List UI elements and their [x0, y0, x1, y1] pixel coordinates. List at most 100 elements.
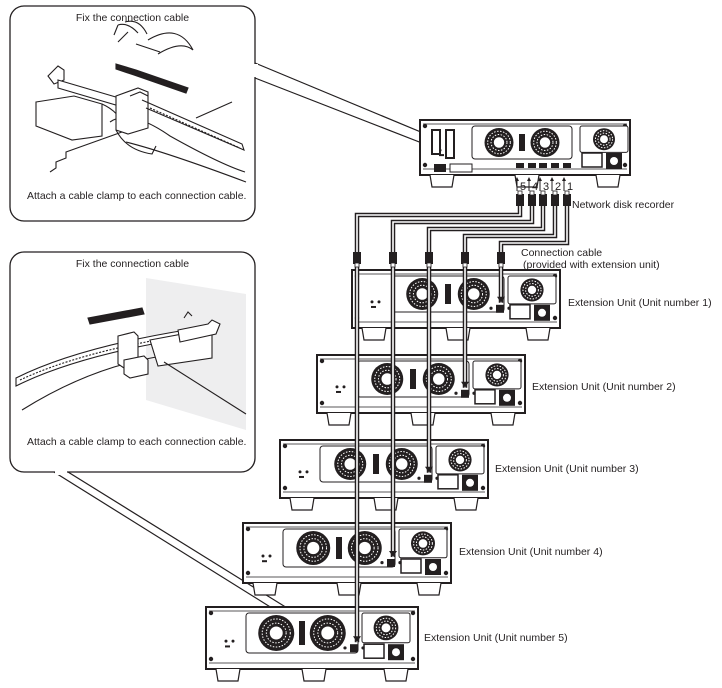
- cable-plug: [461, 252, 469, 264]
- cable-label: Connection cable: [521, 247, 603, 259]
- handle: [445, 284, 451, 304]
- callout-2-note: Attach a cable clamp to each connection …: [27, 436, 247, 448]
- unit-5-label: Extension Unit (Unit number 5): [424, 632, 568, 644]
- cable-plug: [425, 252, 433, 264]
- screw: [622, 162, 628, 168]
- callout-1-note: Attach a cable clamp to each connection …: [27, 190, 247, 202]
- foot: [429, 174, 455, 188]
- callout-2-title: Fix the connection cable: [75, 258, 190, 270]
- cable-plug: [551, 194, 559, 206]
- power-inlet: [509, 304, 531, 320]
- cable-plug: [497, 252, 505, 264]
- foot: [595, 174, 621, 188]
- handle: [373, 454, 379, 474]
- extension-unit-4: [242, 522, 452, 596]
- screw: [208, 656, 214, 662]
- foot: [490, 412, 516, 426]
- extension-unit-5: [205, 606, 419, 682]
- cable-plug: [516, 194, 524, 206]
- foot: [416, 582, 442, 596]
- arrow-head: [497, 296, 505, 303]
- extension-unit-1: [351, 269, 561, 341]
- ext-input-port: [387, 559, 395, 567]
- cable-clamp-illustration-2: [15, 307, 247, 415]
- cable-plug: [389, 252, 397, 264]
- ext-port: [551, 163, 559, 168]
- cable-plug: [528, 194, 536, 206]
- callout-box-recorder: [9, 5, 446, 222]
- ext-input-port: [461, 389, 469, 398]
- connector-slot: [431, 129, 441, 155]
- foot: [525, 327, 551, 341]
- cable-plug: [539, 194, 547, 206]
- foot: [301, 668, 327, 682]
- power-inlet: [474, 389, 496, 405]
- screw: [422, 162, 428, 168]
- unit-3-label: Extension Unit (Unit number 3): [495, 463, 639, 475]
- screw: [552, 315, 558, 321]
- lan-port: [434, 164, 446, 172]
- foot: [252, 582, 278, 596]
- screw: [245, 570, 251, 576]
- foot: [383, 668, 409, 682]
- power-inlet: [581, 152, 603, 168]
- ext-port: [563, 163, 571, 168]
- ext-port: [516, 163, 524, 168]
- handle: [519, 134, 525, 151]
- handle: [299, 621, 305, 645]
- screw: [517, 400, 523, 406]
- ext-port: [528, 163, 536, 168]
- connection-cables: [353, 190, 571, 643]
- screw: [245, 526, 251, 532]
- foot: [361, 327, 387, 341]
- network-disk-recorder: [419, 119, 631, 188]
- power-inlet: [363, 643, 385, 659]
- cable-plug: [353, 252, 361, 264]
- arrow-head: [389, 551, 397, 557]
- port-number: 4: [532, 181, 538, 193]
- power-inlet: [400, 558, 422, 574]
- extension-unit-3: [279, 439, 489, 511]
- screw: [410, 656, 416, 662]
- ext-port: [539, 163, 547, 168]
- cable-plug: [563, 194, 571, 206]
- screw: [410, 610, 416, 616]
- connector-slot: [445, 129, 455, 159]
- cable-label-note: (provided with extension unit): [523, 259, 660, 271]
- callout-box-extension: [9, 251, 359, 659]
- port-number: 1: [567, 181, 573, 193]
- port-number: 3: [543, 181, 549, 193]
- screw: [282, 485, 288, 491]
- handle: [336, 537, 342, 559]
- screw: [480, 485, 486, 491]
- foot: [326, 412, 352, 426]
- power-inlet: [437, 474, 459, 490]
- callout-1-title: Fix the connection cable: [75, 12, 190, 24]
- port-number: 2: [555, 181, 561, 193]
- screw: [319, 358, 325, 364]
- port-number: 5: [520, 181, 526, 193]
- screw: [208, 610, 214, 616]
- ext-input-port: [424, 474, 432, 483]
- screw: [443, 570, 449, 576]
- foot: [410, 412, 436, 426]
- unit-4-label: Extension Unit (Unit number 4): [459, 546, 603, 558]
- ext-input-port: [350, 644, 358, 653]
- foot: [453, 497, 479, 511]
- arrow-head: [425, 466, 433, 473]
- handle: [410, 369, 416, 389]
- foot: [289, 497, 315, 511]
- unit-1-label: Extension Unit (Unit number 1): [568, 297, 712, 309]
- foot: [215, 668, 241, 682]
- unit-2-label: Extension Unit (Unit number 2): [532, 381, 676, 393]
- terminal-block: [449, 163, 473, 173]
- screw: [319, 400, 325, 406]
- extension-units: [205, 269, 561, 682]
- ext-input-port: [496, 304, 504, 313]
- cable-clamp-illustration-1: [35, 20, 247, 183]
- screw: [422, 123, 428, 129]
- extension-unit-2: [316, 354, 526, 426]
- recorder-label: Network disk recorder: [572, 199, 675, 211]
